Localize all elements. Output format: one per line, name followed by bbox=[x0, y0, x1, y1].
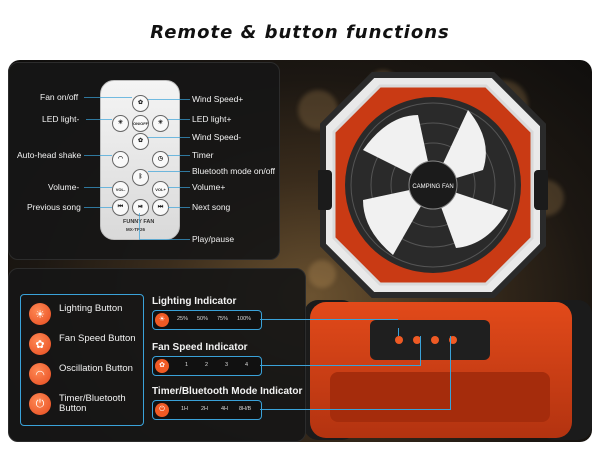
remote-model: MX-TP26 bbox=[126, 227, 146, 232]
label-led-minus: LED light- bbox=[42, 114, 80, 124]
function-list: ☀ Lighting Button ✿ Fan Speed Button ◠ O… bbox=[20, 294, 144, 426]
fan-base bbox=[310, 302, 572, 438]
camping-fan: CAMPING FAN bbox=[318, 72, 548, 298]
power-icon: ⏻ bbox=[155, 403, 169, 417]
fan-speed-indicator-title: Fan Speed Indicator bbox=[152, 342, 248, 353]
lighting-indicator: ☀ 25% 50% 75% 100% bbox=[152, 310, 262, 330]
label-fan-on-off: Fan on/off bbox=[40, 92, 79, 102]
oscillation-icon: ◠ bbox=[29, 363, 51, 385]
previous-song-button[interactable]: ⏮ bbox=[112, 199, 129, 216]
fan-on-off-button[interactable]: ✿ bbox=[132, 95, 149, 112]
label-wind-speed-plus: Wind Speed+ bbox=[192, 94, 244, 104]
led-plus-button[interactable]: ☀ bbox=[152, 115, 169, 132]
volume-minus-button[interactable]: VOL- bbox=[112, 181, 129, 198]
fan-icon: ✿ bbox=[29, 333, 51, 355]
label-wind-speed-minus: Wind Speed- bbox=[192, 132, 242, 142]
page-title: Remote & button functions bbox=[150, 22, 450, 43]
remote-control: ✿ ☀ ON/OFF ☀ ✿ ◠ ◷ ᛒ VOL- VOL+ ⏮ ⏯ ⏭ FUN… bbox=[100, 80, 180, 240]
next-song-button[interactable]: ⏭ bbox=[152, 199, 169, 216]
label-volume-minus: Volume- bbox=[48, 182, 80, 192]
label-next-song: Next song bbox=[192, 202, 231, 212]
volume-plus-button[interactable]: VOL+ bbox=[152, 181, 169, 198]
onoff-button[interactable]: ON/OFF bbox=[132, 115, 149, 132]
label-previous-song: Previous song bbox=[27, 202, 81, 212]
label-led-plus: LED light+ bbox=[192, 114, 232, 124]
led-minus-button[interactable]: ☀ bbox=[112, 115, 129, 132]
auto-shake-button[interactable]: ◠ bbox=[112, 151, 129, 168]
timer-indicator: ⏻ 1H 2H 4H 8H/B bbox=[152, 400, 262, 420]
wind-speed-minus-button[interactable]: ✿ bbox=[132, 133, 149, 150]
timer-button[interactable]: ◷ bbox=[152, 151, 169, 168]
label-bluetooth: Bluetooth mode on/off bbox=[192, 166, 276, 176]
bluetooth-button[interactable]: ᛒ bbox=[132, 169, 149, 186]
device-label: CAMPING FAN bbox=[412, 184, 453, 190]
sun-icon: ☀ bbox=[29, 303, 51, 325]
power-icon: ⏻ bbox=[29, 393, 51, 415]
fan-speed-indicator: ✿ 1 2 3 4 bbox=[152, 356, 262, 376]
label-volume-plus: Volume+ bbox=[192, 182, 226, 192]
label-play-pause: Play/pause bbox=[192, 234, 235, 244]
timer-indicator-title: Timer/Bluetooth Mode Indicator bbox=[152, 386, 303, 397]
label-timer: Timer bbox=[192, 150, 214, 160]
fan-icon: ✿ bbox=[155, 359, 169, 373]
label-auto-shake: Auto-head shake bbox=[17, 150, 82, 160]
lighting-indicator-title: Lighting Indicator bbox=[152, 296, 237, 307]
sun-icon: ☀ bbox=[155, 313, 169, 327]
remote-brand: FUNNY FAN bbox=[123, 219, 155, 225]
play-pause-button[interactable]: ⏯ bbox=[132, 199, 149, 216]
